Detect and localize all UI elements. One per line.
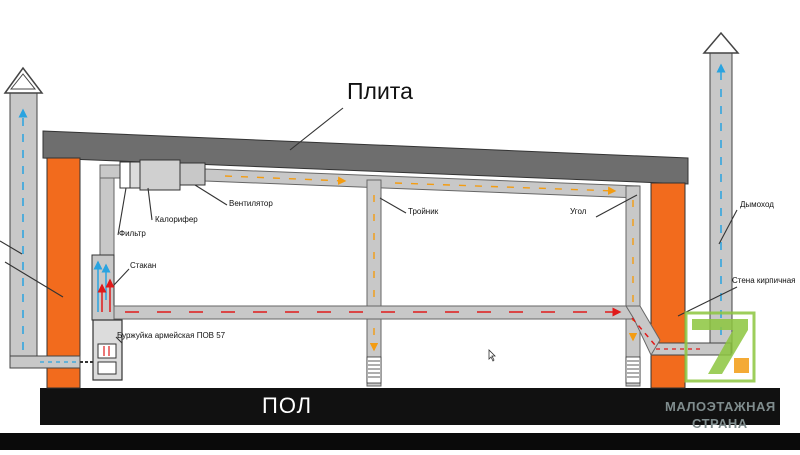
label-filtr: Фильтр — [119, 229, 146, 238]
ceiling-slab — [42, 130, 689, 185]
label-ugol: Угол — [570, 207, 587, 216]
hot-air-duct — [113, 305, 700, 357]
label-pol: ПОЛ — [262, 393, 313, 418]
label-stena: Стена кирпичная — [732, 276, 796, 285]
leader-kalorifer — [147, 187, 153, 221]
intake-riser — [99, 164, 126, 256]
leader-ventilyator — [194, 184, 228, 206]
label-kalorifer: Калорифер — [155, 215, 198, 224]
leader-burzhuyka — [115, 336, 123, 344]
leader-plita — [289, 107, 344, 151]
label-plita: Плита — [347, 78, 413, 104]
leader-troynik — [379, 197, 407, 214]
leader-ugol — [595, 194, 638, 218]
leader-filtr — [117, 187, 127, 236]
label-troynik: Тройник — [408, 207, 439, 216]
left-chimney-pipe — [3, 66, 81, 369]
label-ventilyator: Вентилятор — [229, 199, 273, 208]
mouse-cursor — [488, 349, 496, 362]
brick-wall-left — [46, 157, 81, 389]
leader-stakan — [113, 268, 130, 286]
stakan-box — [91, 254, 115, 321]
leader-left-1 — [0, 240, 23, 255]
brand-logo — [684, 311, 756, 383]
leader-stena — [677, 286, 738, 317]
bottom-bar — [0, 433, 800, 450]
label-burzhuyka: Буржуйка армейская ПОВ 57 — [117, 331, 226, 340]
stove — [80, 319, 123, 381]
label-stakan: Стакан — [130, 261, 157, 270]
leader-left-2 — [4, 261, 64, 298]
floor-slab — [40, 388, 780, 425]
fan-unit — [119, 159, 206, 191]
leader-dymokhod — [718, 209, 738, 245]
brand-line-1: МАЛОЭТАЖНАЯ — [665, 399, 776, 414]
brand-line-2: СТРАНА — [692, 416, 748, 431]
supply-duct-top — [204, 168, 641, 387]
label-dymokhod: Дымоход — [740, 200, 774, 209]
brick-wall-right — [650, 182, 686, 389]
